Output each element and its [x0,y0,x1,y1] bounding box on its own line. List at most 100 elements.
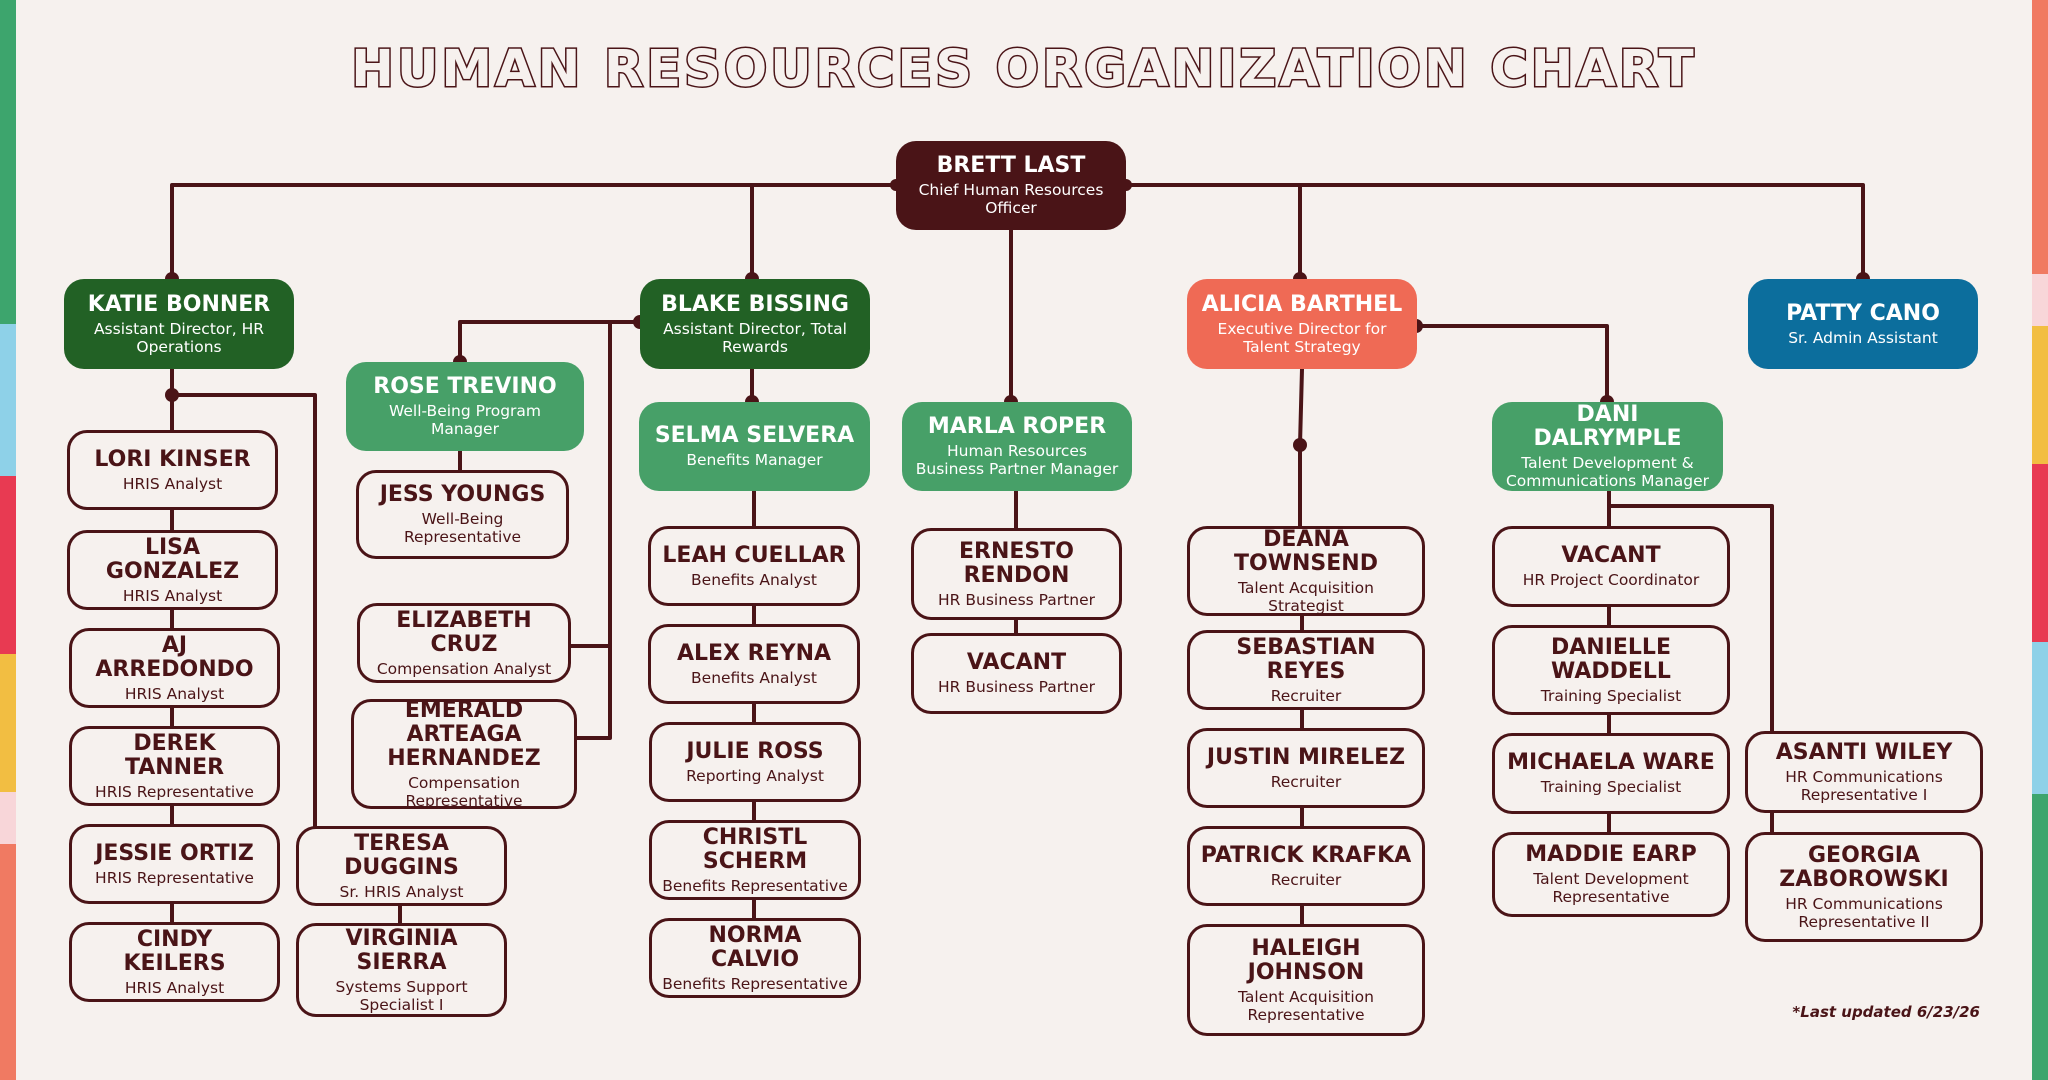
org-node-sebastian-reyes[interactable]: SEBASTIAN REYES Recruiter [1187,630,1425,710]
connector-blake-rose [458,320,640,362]
node-role: Benefits Representative [662,876,848,895]
org-node-cindy-keilers[interactable]: CINDY KEILERS HRIS Analyst [69,922,280,1002]
node-name: MADDIE EARP [1525,842,1697,867]
org-node-haleigh-johnson[interactable]: HALEIGH JOHNSON Talent Acquisition Repre… [1187,924,1425,1036]
connector-blake-compensation [575,320,640,740]
node-name: LEAH CUELLAR [662,542,846,568]
org-node-derek-tanner[interactable]: DEREK TANNER HRIS Representative [69,726,280,806]
node-role: HRIS Representative [95,868,254,887]
node-name: VACANT [1561,543,1661,568]
node-name: PATRICK KRAFKA [1200,842,1412,868]
left-stripe-pink [0,792,16,844]
org-node-katie-bonner[interactable]: KATIE BONNER Assistant Director, HR Oper… [64,279,294,369]
connector-brett-patty [1126,183,1865,279]
node-role: Benefits Manager [686,451,823,469]
org-node-brett-last[interactable]: BRETT LAST Chief Human Resources Officer [896,141,1126,230]
node-name: LORI KINSER [94,446,251,472]
org-node-lisa-gonzalez[interactable]: LISA GONZALEZ HRIS Analyst [67,530,278,610]
org-node-justin-mirelez[interactable]: JUSTIN MIRELEZ Recruiter [1187,728,1425,808]
node-name: EMERALD ARTEAGA HERNANDEZ [387,697,541,771]
node-role: HR Project Coordinator [1522,571,1700,589]
node-role: HR Business Partner [938,590,1095,609]
org-node-vacant-hr-project-coordinator[interactable]: VACANT HR Project Coordinator [1492,526,1730,607]
node-role: HRIS Analyst [122,474,223,493]
org-node-maddie-earp[interactable]: MADDIE EARP Talent Development Represent… [1492,832,1730,917]
left-stripe-green [0,0,16,324]
node-role: Sr. Admin Assistant [1788,328,1938,347]
org-node-alicia-barthel[interactable]: ALICIA BARTHEL Executive Director for Ta… [1187,279,1417,369]
node-name: SEBASTIAN REYES [1236,634,1376,684]
org-node-deana-townsend[interactable]: DEANA TOWNSEND Talent Acquisition Strate… [1187,526,1425,616]
left-stripe-coral [0,844,16,1080]
node-name: ASANTI WILEY [1775,739,1953,765]
node-name: LISA GONZALEZ [105,534,240,584]
org-node-jessie-ortiz[interactable]: JESSIE ORTIZ HRIS Representative [69,824,280,904]
node-name: DEANA TOWNSEND [1234,526,1378,576]
org-node-lori-kinser[interactable]: LORI KINSER HRIS Analyst [67,430,278,510]
node-name: ALEX REYNA [676,640,832,666]
org-node-rose-trevino[interactable]: ROSE TREVINO Well-Being Program Manager [346,362,584,451]
org-node-georgia-zaborowski[interactable]: GEORGIA ZABOROWSKI HR Communications Rep… [1745,832,1983,942]
node-role: Benefits Representative [662,974,848,993]
node-name: CHRISTL SCHERM [702,824,808,874]
org-node-aj-arredondo[interactable]: AJ ARREDONDO HRIS Analyst [69,628,280,708]
node-name: KATIE BONNER [87,291,271,317]
node-role: HRIS Analyst [122,586,223,605]
org-node-christl-scherm[interactable]: CHRISTL SCHERM Benefits Representative [649,820,861,900]
node-name: JULIE ROSS [686,738,824,764]
node-name: TERESA DUGGINS [344,830,459,880]
connector-dani-comms [1609,504,1774,733]
node-name: ELIZABETH CRUZ [396,607,532,657]
org-node-asanti-wiley[interactable]: ASANTI WILEY HR Communications Represent… [1745,731,1983,813]
node-name: BLAKE BISSING [661,291,849,317]
org-node-teresa-duggins[interactable]: TERESA DUGGINS Sr. HRIS Analyst [296,826,507,906]
node-role: HR Communications Representative II [1785,894,1943,931]
right-stripe-yellow [2032,326,2048,464]
right-stripe-pink [2032,274,2048,326]
node-name: ERNESTO RENDON [959,538,1074,588]
node-role: Benefits Analyst [691,570,817,589]
node-name: DEREK TANNER [124,730,225,780]
org-node-selma-selvera[interactable]: SELMA SELVERA Benefits Manager [639,402,870,491]
node-role: Reporting Analyst [686,766,824,785]
node-name: ROSE TREVINO [373,374,557,399]
node-role: Chief Human Resources Officer [918,181,1104,217]
org-node-jess-youngs[interactable]: JESS YOUNGS Well-Being Representative [356,470,569,559]
right-stripe-lightblue [2032,642,2048,794]
node-name: ALICIA BARTHEL [1201,291,1403,317]
org-node-patrick-krafka[interactable]: PATRICK KRAFKA Recruiter [1187,826,1425,906]
org-node-elizabeth-cruz[interactable]: ELIZABETH CRUZ Compensation Analyst [357,603,571,683]
org-node-alex-reyna[interactable]: ALEX REYNA Benefits Analyst [648,624,860,704]
org-node-virginia-sierra[interactable]: VIRGINIA SIERRA Systems Support Speciali… [296,923,507,1017]
node-role: Training Specialist [1540,686,1682,705]
org-node-blake-bissing[interactable]: BLAKE BISSING Assistant Director, Total … [640,279,870,369]
org-node-michaela-ware[interactable]: MICHAELA WARE Training Specialist [1492,733,1730,814]
org-node-emerald-arteaga-hernandez[interactable]: EMERALD ARTEAGA HERNANDEZ Compensation R… [351,697,577,810]
org-node-norma-calvio[interactable]: NORMA CALVIO Benefits Representative [649,918,861,998]
org-node-vacant-hr-business-partner[interactable]: VACANT HR Business Partner [911,633,1122,714]
org-node-patty-cano[interactable]: PATTY CANO Sr. Admin Assistant [1748,279,1978,369]
node-name: JUSTIN MIRELEZ [1206,744,1406,770]
node-role: Well-Being Representative [403,510,522,546]
right-stripe-green [2032,794,2048,1080]
node-role: Assistant Director, Total Rewards [663,319,847,356]
node-role: Talent Acquisition Representative [1238,987,1374,1024]
last-updated-note: *Last updated 6/23/26 [1792,1003,1980,1021]
org-node-julie-ross[interactable]: JULIE ROSS Reporting Analyst [649,722,861,802]
node-name: DANIELLE WADDELL [1551,634,1671,684]
left-stripe-red [0,476,16,654]
left-stripe-lightblue [0,324,16,476]
node-name: NORMA CALVIO [708,922,802,972]
org-node-dani-dalrymple[interactable]: DANI DALRYMPLE Talent Development & Comm… [1492,402,1723,491]
node-role: HRIS Analyst [124,684,225,703]
right-stripe-coral [2032,0,2048,274]
org-node-danielle-waddell[interactable]: DANIELLE WADDELL Training Specialist [1492,625,1730,715]
node-name: VIRGINIA SIERRA [345,925,458,975]
node-name: BRETT LAST [936,153,1086,178]
org-node-leah-cuellar[interactable]: LEAH CUELLAR Benefits Analyst [648,526,860,606]
org-node-ernesto-rendon[interactable]: ERNESTO RENDON HR Business Partner [911,528,1122,620]
org-node-marla-roper[interactable]: MARLA ROPER Human Resources Business Par… [902,402,1132,491]
node-name: PATTY CANO [1786,300,1940,326]
node-name: JESSIE ORTIZ [95,840,254,866]
right-stripe-red [2032,464,2048,642]
